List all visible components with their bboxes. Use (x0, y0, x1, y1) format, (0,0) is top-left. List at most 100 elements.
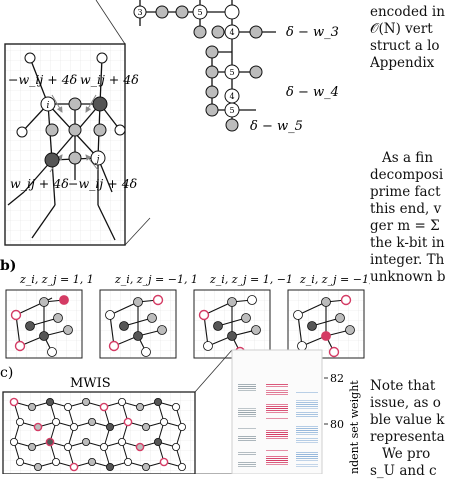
case-4-graph (287, 289, 365, 359)
histogram-stripe (296, 426, 318, 427)
label-node-i: i (47, 101, 50, 111)
mwis-node (159, 417, 168, 426)
histogram-stripe (296, 442, 318, 443)
text-line: struct a lo (370, 38, 440, 54)
histogram-stripe (296, 456, 318, 457)
histogram-stripe (238, 464, 256, 465)
mwis-node (106, 462, 115, 471)
chain-node-label: 3 (137, 8, 142, 17)
case-3-label: z_i, z_j = 1, −1 (209, 273, 293, 286)
histogram-stripe (296, 458, 318, 459)
histogram-stripe (266, 462, 288, 463)
histogram-stripe (238, 390, 256, 391)
mwis-node (100, 442, 109, 451)
mwis-node (34, 462, 43, 471)
mwis-node (27, 402, 36, 411)
mwis-node (153, 397, 162, 406)
histogram-stripe (296, 402, 318, 403)
histogram-stripe (266, 456, 288, 457)
text-block-2: As a fin decomposi prime fact this end, … (370, 150, 474, 286)
histogram-stripe (296, 392, 318, 393)
mwis-node (124, 457, 133, 466)
text-line: ger m = Σ (370, 218, 440, 234)
histogram-stripe (238, 386, 256, 387)
panel-c: c) MWIS 82 80 ndent set weight (0, 349, 361, 475)
text-line: encoded in (370, 4, 445, 20)
case-2-label: z_i, z_j = −1, 1 (114, 273, 198, 286)
histogram-stripe (238, 410, 256, 411)
histogram-stripe (266, 392, 288, 393)
panel-b: b) z_i, z_j = 1, 1 z_i, z_j = −1, 1 z_i,… (0, 258, 392, 359)
histogram-stripe (266, 386, 288, 387)
histogram-stripe (238, 452, 256, 453)
mwis-node (141, 422, 150, 431)
histogram-stripe (296, 408, 318, 409)
mwis-node (70, 422, 79, 431)
chain-node-label: 5 (197, 8, 202, 17)
axis-label: ndent set weight (348, 380, 361, 474)
histogram-stripe (266, 450, 288, 451)
text-line: integer. Th (370, 252, 445, 268)
case-1-graph (5, 289, 83, 359)
text-line: prime fact (370, 184, 441, 200)
histogram-stripe (266, 404, 288, 405)
histogram-stripe (238, 388, 256, 389)
panel-b-tag: b) (0, 258, 16, 274)
mwis-node (46, 397, 55, 406)
weight-w4: δ − w_4 (286, 85, 339, 100)
mwis-node (171, 442, 180, 451)
histogram-stripe (238, 408, 256, 409)
histogram-stripe (296, 406, 318, 407)
histogram-stripe (266, 408, 288, 409)
text-line: Appendix (370, 55, 435, 71)
histogram-stripe (266, 406, 288, 407)
mwis-node (99, 402, 109, 412)
chain-node-label: 5 (229, 106, 234, 115)
text-block-3: Note that issue, as o ble value k repres… (370, 378, 474, 480)
mwis-node (177, 462, 186, 471)
mwis-node (118, 397, 127, 406)
text-line: the k-bit in (370, 235, 445, 251)
histogram-stripe (296, 412, 318, 413)
histogram-stripe (296, 416, 318, 417)
mwis-node (64, 442, 73, 451)
mwis-node (69, 462, 79, 472)
text-line: ble value k (370, 412, 445, 428)
chain-node-label: 4 (229, 92, 234, 101)
label-tr: w_ij + 4δ (80, 72, 139, 87)
text-line: this end, v (370, 201, 442, 217)
case-3-graph (193, 289, 271, 359)
node-j (90, 150, 106, 166)
mwis-node (82, 397, 91, 406)
histogram-stripe (296, 464, 318, 465)
text-line: unknown b (370, 269, 446, 285)
histogram-stripe (296, 438, 318, 439)
mwis-title: MWIS (70, 376, 111, 391)
mwis-graph (9, 397, 186, 472)
mwis-node (159, 457, 169, 467)
histogram-stripe (266, 436, 288, 437)
histogram-stripe (296, 452, 318, 453)
text-line: issue, as o (370, 395, 441, 411)
histogram-stripe (296, 460, 318, 461)
mwis-node (135, 402, 144, 411)
histogram-stripe (296, 432, 318, 433)
text-line: As a fin (382, 150, 434, 166)
histogram-stripe (296, 434, 318, 435)
tick-82: 82 (330, 372, 344, 385)
label-bl: w_ij + 4δ (10, 176, 69, 191)
mwis-node (123, 417, 133, 427)
label-node-j: j (95, 155, 100, 165)
label-tl: −w_ij + 4δ (8, 72, 77, 87)
mwis-node (135, 442, 145, 452)
chain-node-label: 4 (229, 28, 234, 37)
text-line: Note that (370, 378, 436, 394)
histogram-stripe (296, 454, 318, 455)
weight-w3: δ − w_3 (286, 25, 339, 40)
histogram-stripe (266, 434, 288, 435)
case-4-label: z_i, z_j = −1, −1 (299, 273, 370, 286)
histogram-stripe (238, 436, 256, 437)
histogram-stripe (266, 410, 288, 411)
histogram-stripe (296, 404, 318, 405)
mwis-node (27, 442, 36, 451)
